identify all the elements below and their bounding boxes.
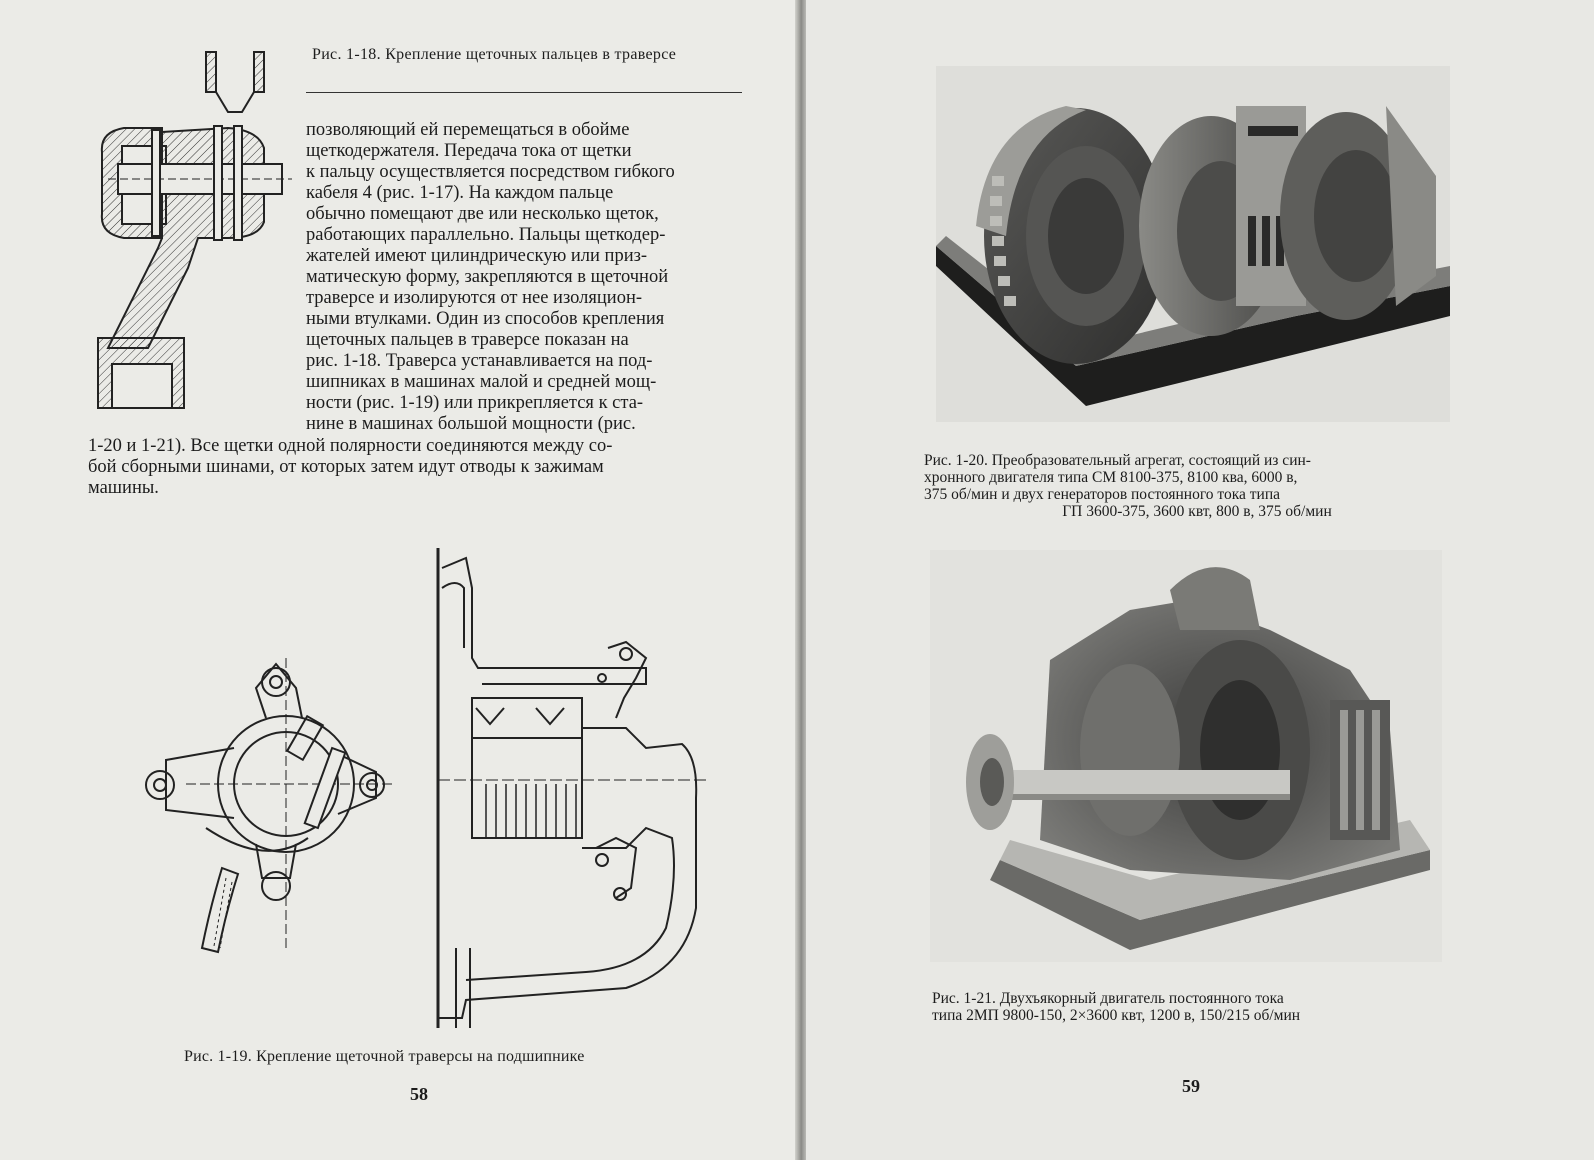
fig-1-21-photo: [930, 550, 1442, 962]
caption-line: хронного двигателя типа СМ 8100-375, 810…: [924, 469, 1298, 486]
caption-line: Рис. 1-21. Двухъякорный двигатель постоя…: [932, 990, 1284, 1007]
caption-line: ГП 3600-375, 3600 квт, 800 в, 375 об/мин: [1062, 503, 1332, 520]
text-line: позволяющий ей перемещаться в обойме: [306, 120, 630, 140]
text-line: матическую форму, закрепляются в щеточно…: [306, 267, 669, 287]
fig-1-18-caption: Рис. 1-18. Крепление щеточных пальцев в …: [312, 46, 677, 63]
page-number-right: 59: [1182, 1076, 1200, 1096]
book-gutter: [795, 0, 809, 1160]
text-line: кабеля 4 (рис. 1-17). На каждом пальце: [306, 183, 614, 203]
text-line: к пальцу осуществляется посредством гибк…: [306, 162, 675, 182]
text-line: бой сборными шинами, от которых затем ид…: [88, 457, 604, 477]
text-line: машины.: [88, 478, 159, 498]
text-line: нине в машинах большой мощности (рис.: [306, 414, 636, 434]
caption-line: Рис. 1-20. Преобразовательный агрегат, с…: [924, 452, 1311, 469]
fig-1-19-caption: Рис. 1-19. Крепление щеточной траверсы н…: [184, 1048, 585, 1065]
text-line: щеткодержателя. Передача тока от щетки: [306, 141, 632, 161]
text-line: шипниках в машинах малой и средней мощ-: [306, 372, 657, 392]
fig-1-21-caption: Рис. 1-21. Двухъякорный двигатель постоя…: [932, 990, 1444, 1024]
text-line: ности (рис. 1-19) или прикрепляется к ст…: [306, 393, 644, 413]
text-line: 1-20 и 1-21). Все щетки одной полярности…: [88, 436, 613, 456]
fig-1-18-drawing: [88, 48, 300, 416]
text-line: траверсе и изолируются от нее изоляцион-: [306, 288, 643, 308]
text-line: жателей имеют цилиндрическую или приз-: [306, 246, 648, 266]
text-line: ными втулками. Один из способов креплени…: [306, 309, 665, 329]
text-line: обычно помещают две или несколько щеток,: [306, 204, 659, 224]
caption-line: 375 об/мин и двух генераторов постоянног…: [924, 486, 1281, 503]
paragraph-full: 1-20 и 1-21). Все щетки одной полярности…: [88, 436, 742, 499]
caption-rule: [306, 92, 742, 93]
right-page: Рис. 1-20. Преобразовательный агрегат, с…: [806, 0, 1594, 1160]
text-line: работающих параллельно. Пальцы щеткодер-: [306, 225, 666, 245]
fig-1-20-caption: Рис. 1-20. Преобразовательный агрегат, с…: [924, 452, 1470, 520]
text-line: рис. 1-18. Траверса устанавливается на п…: [306, 351, 653, 371]
left-page: Рис. 1-18. Крепление щеточных пальцев в …: [0, 0, 800, 1160]
caption-line: типа 2МП 9800-150, 2×3600 квт, 1200 в, 1…: [932, 1007, 1301, 1024]
text-line: щеточных пальцев в траверсе показан на: [306, 330, 629, 350]
fig-1-19-drawing: [126, 548, 710, 1038]
page-number-left: 58: [410, 1084, 428, 1104]
paragraph-wrapped: позволяющий ей перемещаться в обойме щет…: [306, 120, 742, 435]
fig-1-20-photo: [936, 66, 1450, 422]
